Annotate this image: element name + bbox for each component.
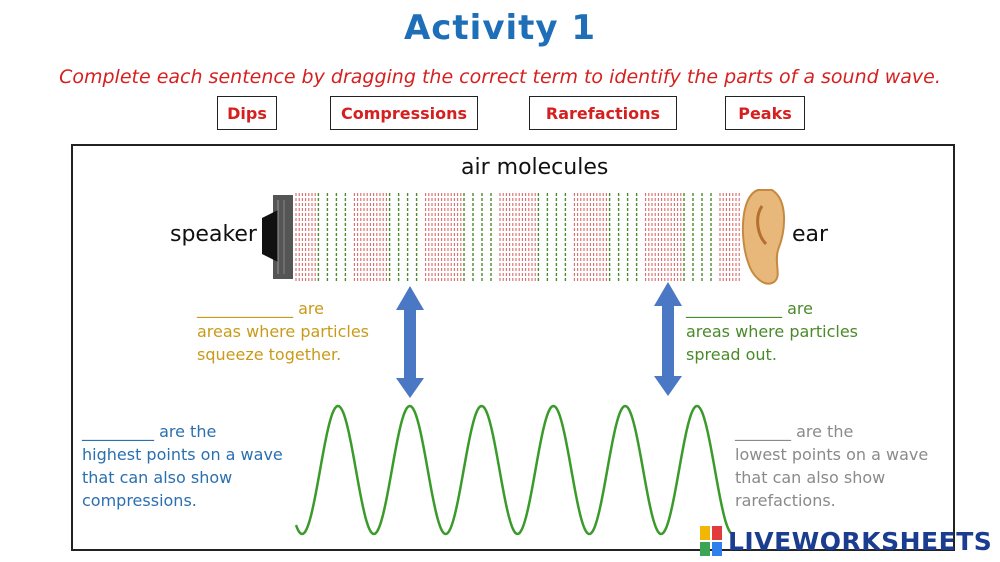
liveworksheets-logo: LIVEWORKSHEETS xyxy=(700,524,992,558)
term-compressions[interactable]: Compressions xyxy=(330,96,478,130)
compressions-sentence: ____________ are areas where particles s… xyxy=(197,299,370,364)
liveworksheets-logo-icon xyxy=(700,526,722,556)
ear-icon xyxy=(741,189,786,285)
speaker-icon xyxy=(262,195,293,279)
page-title: Activity 1 xyxy=(403,8,597,48)
instruction-text: Complete each sentence by dragging the c… xyxy=(59,66,941,88)
term-peaks[interactable]: Peaks xyxy=(725,96,805,130)
ear-label: ear xyxy=(792,222,829,247)
arrow-rarefaction-icon xyxy=(654,282,682,396)
air-molecules-label: air molecules xyxy=(461,155,609,180)
dips-sentence: _______ are the lowest points on a wave … xyxy=(735,422,929,510)
speaker-label: speaker xyxy=(170,222,257,247)
air-molecule-band xyxy=(295,193,740,281)
rarefactions-blank[interactable]: ____________ xyxy=(686,299,782,318)
peaks-sentence: _________ are the highest points on a wa… xyxy=(82,422,283,510)
compressions-blank[interactable]: ____________ xyxy=(197,299,293,318)
sine-wave xyxy=(294,404,733,536)
term-dips[interactable]: Dips xyxy=(217,96,277,130)
dips-blank[interactable]: _______ xyxy=(735,422,791,441)
liveworksheets-logo-text: LIVEWORKSHEETS xyxy=(728,526,993,556)
term-rarefactions[interactable]: Rarefactions xyxy=(529,96,677,130)
rarefactions-sentence: ____________ are areas where particles s… xyxy=(686,299,859,364)
diagram-panel xyxy=(71,144,955,551)
peaks-blank[interactable]: _________ xyxy=(82,422,154,441)
arrow-compression-icon xyxy=(396,286,424,398)
